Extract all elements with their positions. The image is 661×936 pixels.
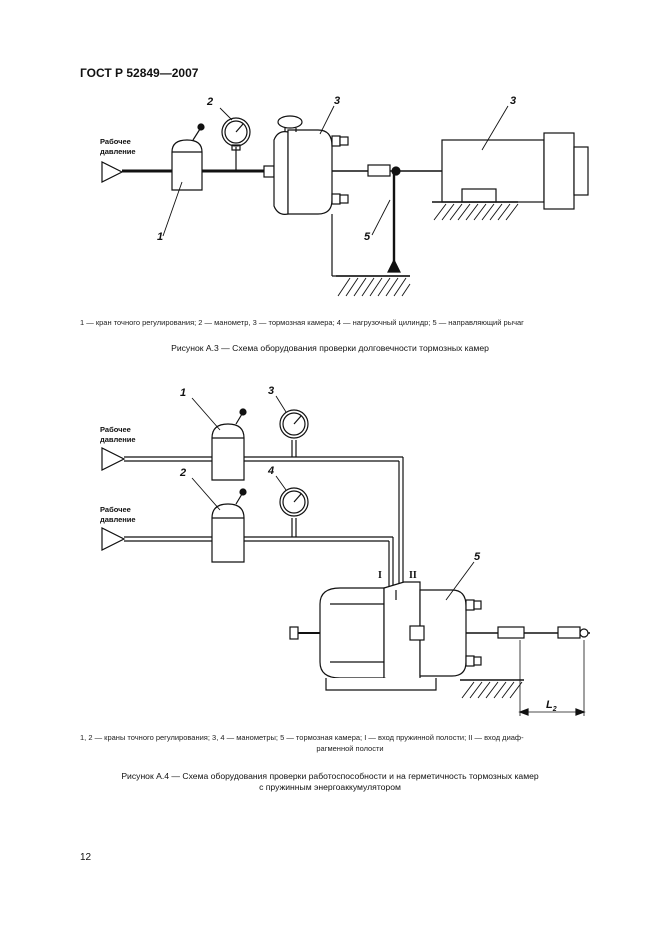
legend-a3: 1 — кран точного регулирования; 2 — мано… (80, 318, 524, 327)
callout-5: 5 (364, 231, 371, 243)
callout-1: 1 (157, 231, 163, 243)
legend-a4-line2: рагменной полости (316, 744, 384, 753)
caption-a3: Рисунок А.3 — Схема оборудования проверк… (171, 343, 489, 353)
caption-a4-line2: с пружинным энергоаккумулятором (259, 782, 401, 792)
callout-3b: 3 (510, 95, 516, 107)
brake-chamber-a3 (273, 131, 289, 215)
input-label-a3-line1: Рабочее (100, 137, 131, 146)
document-header: ГОСТ Р 52849—2007 (80, 66, 199, 80)
input-label-a3-line2: давление (100, 147, 136, 156)
caption-a4-line1: Рисунок А.4 — Схема оборудования проверк… (121, 771, 539, 781)
legend-a4-line1: 1, 2 — краны точного регулирования; 3, 4… (80, 733, 524, 742)
page-number: 12 (80, 852, 92, 863)
callout-2: 2 (206, 96, 213, 108)
inlet-triangle-icon (101, 161, 124, 183)
callout-3: 3 (334, 95, 340, 107)
valve-1 (171, 139, 203, 191)
